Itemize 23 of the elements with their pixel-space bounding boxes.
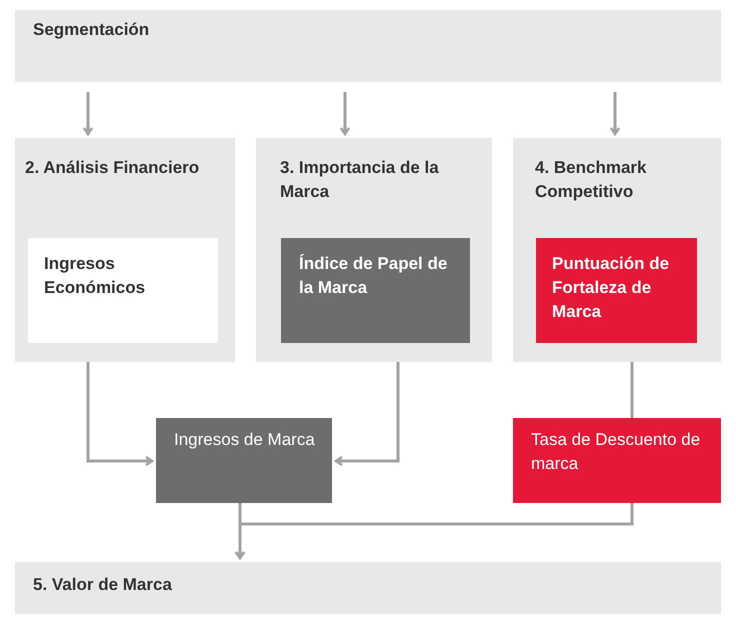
arrow	[610, 92, 620, 136]
process-box	[281, 238, 470, 343]
process-box	[156, 418, 332, 503]
arrow	[82, 92, 94, 136]
node-text: Índice de Papel de la Marca	[299, 253, 448, 299]
arrow	[86, 362, 154, 466]
arrow	[340, 92, 350, 136]
process-box	[536, 238, 697, 343]
process-box	[513, 418, 721, 503]
node-text: 4. Benchmark Competitivo	[535, 157, 648, 203]
arrow	[234, 503, 634, 560]
arrow	[334, 362, 400, 466]
panel	[256, 138, 492, 362]
node-text: Ingresos Económicos	[44, 253, 146, 299]
node-text: Segmentación	[33, 19, 150, 41]
node-text: 5. Valor de Marca	[33, 574, 173, 596]
panel	[15, 138, 235, 362]
node-text: Puntuación de Fortaleza de Marca	[552, 253, 670, 323]
node-text: 3. Importancia de la Marca	[280, 157, 440, 203]
panel	[513, 138, 721, 362]
node-text: Ingresos de Marca	[174, 429, 316, 451]
node-text: Tasa de Descuento de marca	[531, 429, 702, 475]
node-text: 2. Análisis Financiero	[25, 157, 200, 179]
